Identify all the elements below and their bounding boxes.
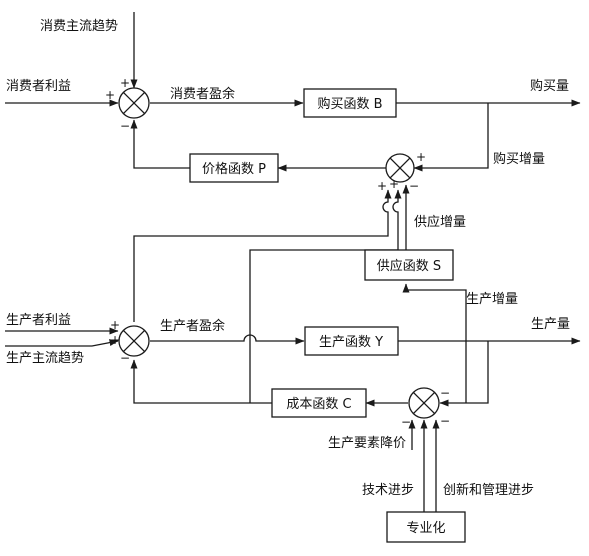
label-production-increase: 生产增量 (466, 292, 518, 307)
label-production-amount: 生产量 (531, 317, 570, 332)
cost-function-block: 成本函数 C (271, 388, 367, 418)
specialization-label: 专业化 (406, 521, 445, 536)
label-purchase-increase: 购买增量 (493, 151, 545, 167)
price-function-block: 价格函数 P (189, 153, 279, 183)
label-purchase-amount: 购买量 (530, 78, 569, 94)
supply-function-block: 供应函数 S (364, 249, 454, 281)
sign-supply-to-j2: − (409, 179, 419, 193)
purchase-function-label: 购买函数 B (317, 96, 382, 112)
label-factor-price-drop: 生产要素降价 (328, 436, 406, 451)
price-function-label: 价格函数 P (202, 161, 266, 177)
label-consumer-trend: 消费主流趋势 (40, 18, 118, 34)
producer-sum-junction (118, 325, 150, 357)
signal-wires (5, 12, 581, 512)
wire-producer-to-j2 (133, 189, 392, 322)
wire-supply-increase (402, 283, 467, 403)
label-consumer-benefit: 消费者利益 (6, 79, 71, 94)
wire-price-feedback (130, 119, 190, 169)
label-producer-trend: 生产主流趋势 (6, 350, 84, 366)
sign-producer-benefit: + (110, 318, 120, 332)
sign-cost-feedback: − (120, 351, 130, 365)
label-producer-surplus: 生产者盈余 (160, 318, 225, 334)
sign-price-feedback: − (120, 119, 130, 133)
sign-consumer-trend: + (120, 76, 130, 90)
label-consumer-surplus: 消费者盈余 (170, 86, 235, 102)
sign-production-increase: − (440, 386, 450, 400)
sign-j4-bottom-right: − (440, 414, 450, 428)
sign-j2-left: + (377, 179, 387, 193)
sign-j2-mid: + (389, 177, 399, 191)
sign-purchase-increase: + (416, 150, 426, 164)
purchase-sum-junction (385, 153, 415, 183)
sign-consumer-benefit: + (105, 88, 115, 102)
label-producer-benefit: 生产者利益 (6, 313, 71, 328)
purchase-function-block: 购买函数 B (303, 88, 397, 118)
sign-j4-bottom-left: − (401, 415, 411, 429)
cost-function-label: 成本函数 C (286, 397, 351, 412)
wire-producer-surplus (150, 334, 305, 345)
label-tech-progress: 技术进步 (362, 483, 414, 498)
supply-function-label: 供应函数 S (377, 258, 441, 274)
consumer-sum-junction (118, 87, 150, 119)
cost-sum-junction (408, 387, 440, 419)
specialization-block: 专业化 (386, 511, 466, 543)
label-supply-increase: 供应增量 (414, 214, 466, 230)
sign-producer-trend: + (110, 333, 120, 347)
wire-purchase-increase (413, 103, 489, 172)
production-function-label: 生产函数 Y (319, 335, 383, 350)
wire-producer-trend (5, 339, 119, 347)
production-function-block: 生产函数 Y (304, 326, 399, 356)
label-innovation-progress: 创新和管理进步 (443, 482, 534, 498)
wire-cost-to-j2 (249, 189, 402, 403)
wire-production-increase (439, 341, 489, 407)
wire-cost-feedback (130, 359, 272, 404)
